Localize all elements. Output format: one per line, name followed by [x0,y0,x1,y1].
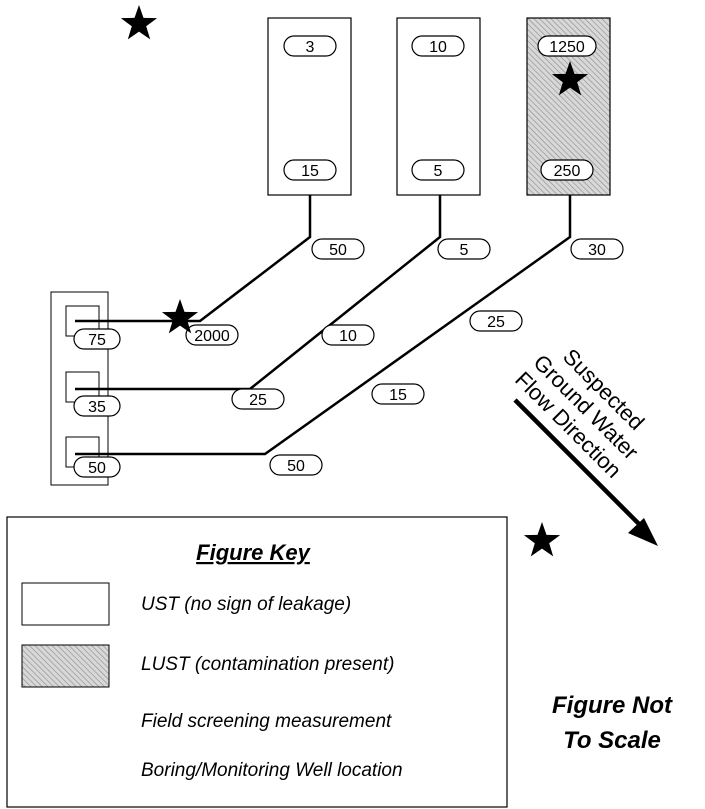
tank-3-top-reading-value: 1250 [549,39,585,56]
dispenser-3-reading: 50 [73,456,121,478]
pipe-3-reading-mid-value: 15 [389,387,407,404]
key-well-label: Boring/Monitoring Well location [141,760,403,781]
pipe-2-reading-mid: 10 [321,324,375,346]
flow-direction-label: Suspected Ground Water Flow Direction [510,344,649,483]
pipe-3-reading-lower-value: 50 [287,458,305,475]
pipe-3-reading-upper-mid-pill [469,310,523,332]
pipe-2-reading-lower: 25 [231,388,285,410]
figure-key-title: Figure Key [196,540,311,565]
pipe-3-reading-lower-pill [269,454,323,476]
tank-3-top-reading: 1250 [537,35,597,57]
pipe-1-reading-upper: 50 [311,238,365,260]
tank-2-top-reading: 10 [411,35,465,57]
tank-2-top-reading-pill [411,35,465,57]
tank-3-bottom-reading-pill [540,159,594,181]
pipe-3-reading-lower: 50 [269,454,323,476]
pipe-1-reading-upper-value: 50 [329,242,347,259]
tank-1-top-reading-value: 3 [306,39,315,56]
tank-2-bottom-reading-pill [411,159,465,181]
monitoring-well-star-4 [523,522,561,557]
tank-2-bottom-reading: 5 [411,159,465,181]
pipe-2-reading-lower-pill [231,388,285,410]
dispenser-1-reading-pill [73,328,121,350]
dispenser-2-reading-value: 35 [88,399,106,416]
scale-note-line-1: Figure Not [552,692,673,719]
pipe-3-reading-upper-mid: 25 [469,310,523,332]
tank-1-bottom-reading-pill [283,159,337,181]
tank-3-top-reading-pill [537,35,597,57]
dispenser-3-reading-pill [73,456,121,478]
dispenser-3-reading-value: 50 [88,460,106,477]
dispenser-1-reading-value: 75 [88,332,106,349]
key-lust-label: LUST (contamination present) [141,654,394,675]
dispenser-island [50,291,109,486]
monitoring-well-star-3 [161,299,199,334]
pipe-2-reading-upper-value: 5 [460,242,469,259]
monitoring-well-star-2 [551,61,589,96]
pipe-3-reading-upper-value: 30 [588,242,606,259]
flow-arrow-head [628,518,658,546]
dispenser-2-reading-pill [73,395,121,417]
tank-1-bottom-reading: 15 [283,159,337,181]
pipe-1-reading-lower: 2000 [185,324,239,346]
key-lust-swatch [21,644,110,688]
tank-1-bottom-reading-value: 15 [301,163,319,180]
pipe-2-reading-mid-value: 10 [339,328,357,345]
pipe-3-reading-mid: 15 [371,383,425,405]
dispenser-1-reading: 75 [73,328,121,350]
pipe-2-reading-lower-value: 25 [249,392,267,409]
pipe-line-1 [75,195,312,323]
pipe-3-reading-upper-mid-value: 25 [487,314,505,331]
pipe-1-reading-lower-value: 2000 [194,328,230,345]
pipe-1-reading-upper-pill [311,238,365,260]
dispenser-2-reading: 35 [73,395,121,417]
pipe-2-reading-mid-pill [321,324,375,346]
pipe-3-reading-upper: 30 [570,238,624,260]
pipe-line-2 [75,195,442,391]
tank-2-bottom-reading-value: 5 [434,163,443,180]
monitoring-well-star-1 [120,5,158,40]
pipe-2-reading-upper-pill [437,238,491,260]
tank-3-bottom-reading-value: 250 [554,163,581,180]
key-measurement-label: Field screening measurement [141,711,392,732]
pipe-1-reading-lower-pill [185,324,239,346]
tank-1-top-reading: 3 [283,35,337,57]
key-ust-label: UST (no sign of leakage) [141,594,351,615]
key-ust-swatch [21,582,110,626]
tank-1-top-reading-pill [283,35,337,57]
scale-note-line-2: To Scale [563,727,661,754]
pipe-line-3 [75,195,572,456]
pipe-3-reading-upper-pill [570,238,624,260]
tank-2-top-reading-value: 10 [429,39,447,56]
pipe-3-reading-mid-pill [371,383,425,405]
flow-arrow-shaft [513,398,645,530]
tank-3-bottom-reading: 250 [540,159,594,181]
pipe-2-reading-upper: 5 [437,238,491,260]
